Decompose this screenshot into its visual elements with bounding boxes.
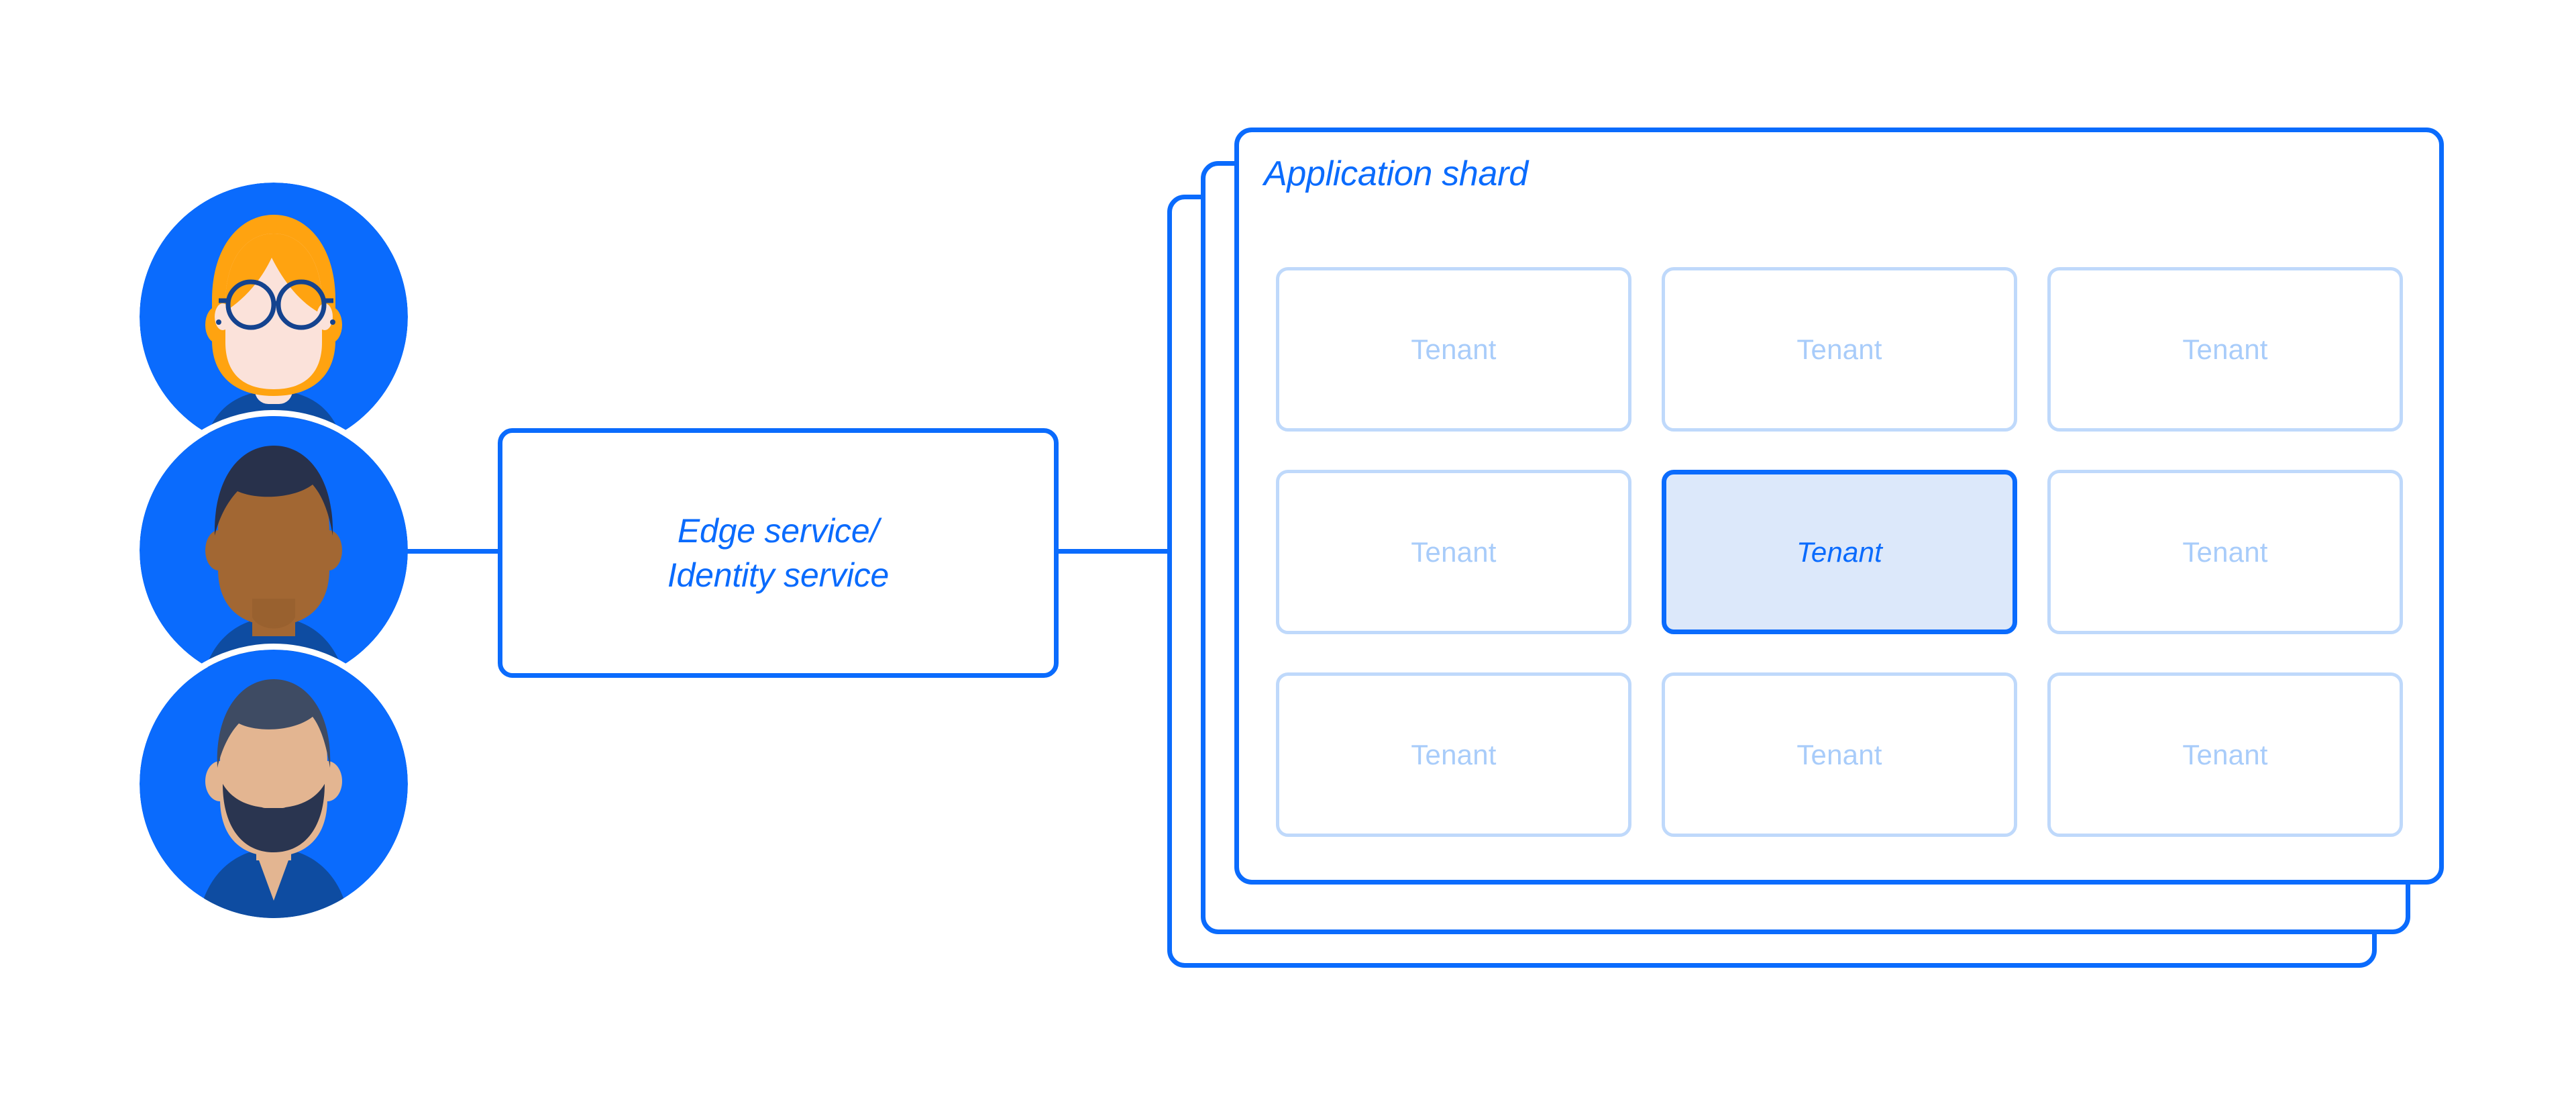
tenant-cell[interactable]: Tenant — [1662, 672, 2017, 837]
tenant-label: Tenant — [2182, 536, 2268, 568]
tenant-label: Tenant — [1796, 738, 1882, 770]
tenant-cell[interactable]: Tenant — [2047, 672, 2403, 837]
tenant-cell[interactable]: Tenant — [2047, 267, 2403, 432]
connector-edge-service-to-shard — [1056, 549, 1170, 554]
tenant-label: Tenant — [1796, 333, 1882, 365]
user-avatar-woman-with-glasses — [140, 183, 408, 451]
tenant-cell[interactable]: Tenant — [1662, 267, 2017, 432]
tenant-cell[interactable]: Tenant — [1276, 672, 1631, 837]
tenant-grid: Tenant Tenant Tenant Tenant Tenant Tenan… — [1276, 267, 2403, 837]
edge-service-box[interactable]: Edge service/ Identity service — [498, 428, 1059, 678]
tenant-label: Tenant — [1411, 536, 1497, 568]
tenant-label-active: Tenant — [1796, 536, 1883, 568]
connector-users-to-edge-service — [402, 549, 502, 554]
application-shard-title: Application shard — [1264, 154, 1528, 193]
tenant-label: Tenant — [2182, 333, 2268, 365]
user-avatar-man-short-hair — [140, 416, 408, 685]
tenant-cell[interactable]: Tenant — [1276, 267, 1631, 432]
tenant-label: Tenant — [2182, 738, 2268, 770]
tenant-cell-active[interactable]: Tenant — [1662, 470, 2017, 634]
tenant-cell[interactable]: Tenant — [2047, 470, 2403, 634]
tenant-label: Tenant — [1411, 738, 1497, 770]
tenant-cell[interactable]: Tenant — [1276, 470, 1631, 634]
user-avatar-bearded-man — [140, 650, 408, 918]
tenant-label: Tenant — [1411, 333, 1497, 365]
edge-service-label: Edge service/ Identity service — [667, 512, 890, 594]
